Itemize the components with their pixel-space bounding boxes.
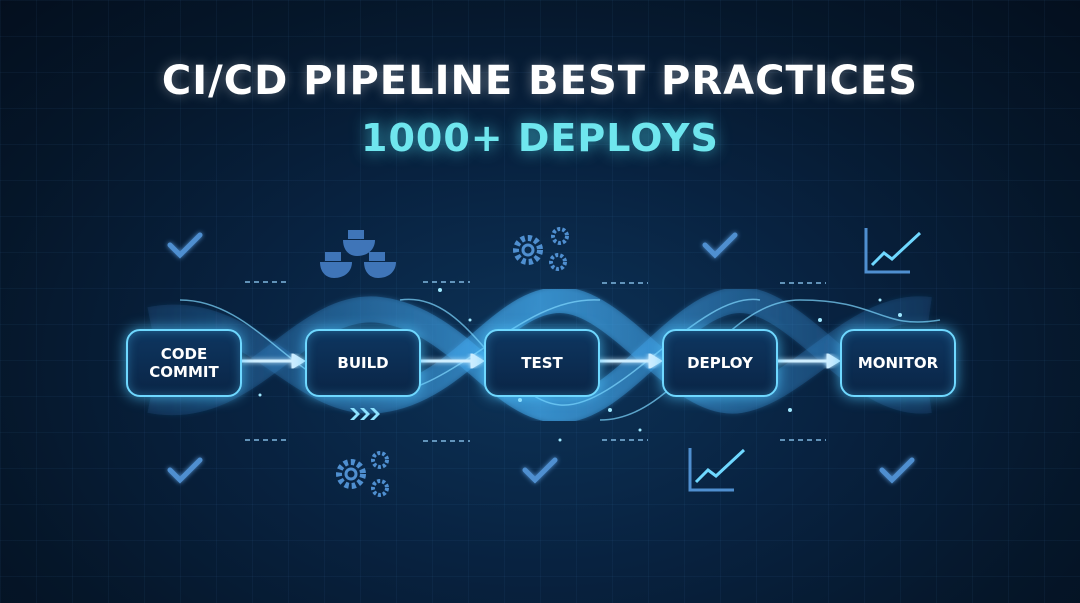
particles	[258, 288, 902, 442]
chevron-markers	[350, 408, 380, 420]
stage-build: BUILD	[305, 329, 421, 397]
stage-monitor: MONITOR	[840, 329, 956, 397]
stage-deploy: DEPLOY	[662, 329, 778, 397]
docker-whale-icons	[320, 230, 396, 278]
stage-code-commit: CODE COMMIT	[126, 329, 242, 397]
page-subtitle: 1000+ DEPLOYS	[361, 116, 719, 160]
dashed-arrow-icons	[245, 281, 826, 442]
stage-arrows	[240, 352, 841, 370]
flow-bands	[147, 286, 932, 424]
check-icons	[167, 232, 915, 484]
trend-chart-icons	[688, 228, 922, 492]
stage-test: TEST	[484, 329, 600, 397]
gears-icons	[336, 227, 569, 497]
page-title: CI/CD PIPELINE BEST PRACTICES	[161, 58, 919, 104]
